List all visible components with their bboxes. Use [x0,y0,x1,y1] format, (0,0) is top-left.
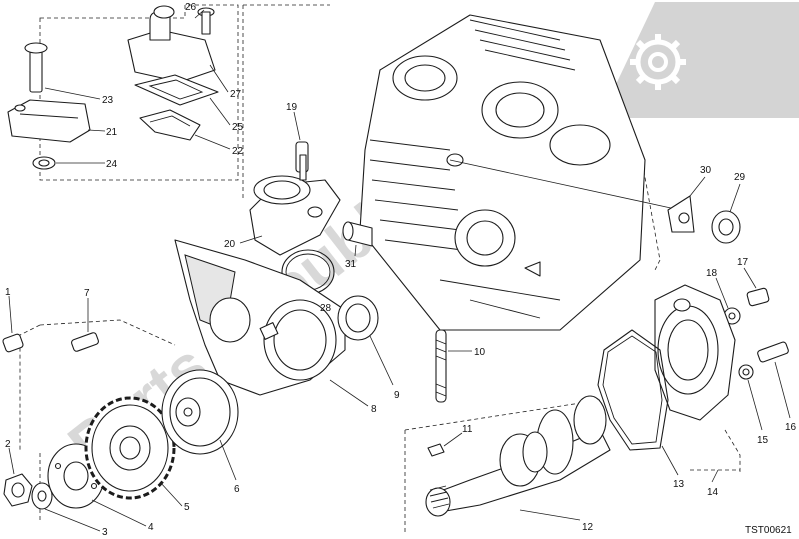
callout-12: 12 [582,522,594,533]
water-fitting-20 [239,175,341,256]
callout-9: 9 [394,390,400,401]
callout-14: 14 [707,487,719,498]
seal-9 [337,295,394,386]
diagram-reference-code: TST00621 [745,525,792,536]
gasket-25 [134,74,219,106]
bushing-31 [342,221,373,257]
callout-23: 23 [102,95,114,106]
callout-27: 27 [230,89,242,100]
timing-cover-plate-8 [174,239,369,407]
washer-15 [738,364,763,431]
nut-29 [711,183,741,244]
callout-25: 25 [232,122,244,133]
bolt-7 [71,298,99,352]
plate-22 [139,109,201,141]
callout-7: 7 [84,288,90,299]
callout-24: 24 [106,159,118,170]
watermark-badge [600,2,799,118]
callout-26: 26 [185,2,197,13]
bolt-26 [197,7,215,35]
gasket-13 [597,329,679,476]
bolt-16 [757,341,791,419]
callout-20: 20 [224,239,236,250]
camshaft-cover-group [597,176,791,483]
callout-2: 2 [5,439,11,450]
pulley-6 [161,369,239,481]
callout-11: 11 [462,424,473,435]
callout-5: 5 [184,502,190,513]
callout-13: 13 [673,479,685,490]
cover-14 [654,284,741,483]
bolt-1 [2,295,24,353]
callout-19: 19 [286,102,298,113]
elbow-cover-27 [127,5,216,83]
sprocket-5 [84,396,183,507]
callout-29: 29 [734,172,746,183]
cylinder-head [242,4,681,331]
callout-22: 22 [232,146,244,157]
callout-30: 30 [700,165,712,176]
callout-8: 8 [371,404,377,415]
bolt-23 [24,42,48,93]
callout-1: 1 [5,287,11,298]
callout-6: 6 [234,484,240,495]
gear-icon [630,34,686,90]
bolt-19 [293,111,309,181]
callout-16: 16 [785,422,797,433]
washer-30 [667,176,706,233]
stud-10 [435,329,472,403]
callout-4: 4 [148,522,154,533]
callout-21: 21 [106,127,118,138]
callout-10: 10 [474,347,486,358]
bolt-17 [743,267,770,307]
breather-assembly-group [7,4,239,181]
callout-31: 31 [345,259,357,270]
callout-28: 28 [320,303,332,314]
callout-labels: 1 2 3 4 5 6 7 8 9 10 11 12 13 14 15 16 1… [5,2,797,538]
key-11 [427,432,463,457]
camshaft-12 [404,395,611,535]
cooling-fins [369,19,576,251]
cover-21 [7,99,91,143]
nut-2 [3,447,33,507]
callout-17: 17 [737,257,749,268]
washer-3 [31,482,101,532]
callout-3: 3 [102,527,108,538]
washer-24 [32,156,56,170]
pulley-group [2,295,239,532]
callout-15: 15 [757,435,769,446]
callout-18: 18 [706,268,718,279]
